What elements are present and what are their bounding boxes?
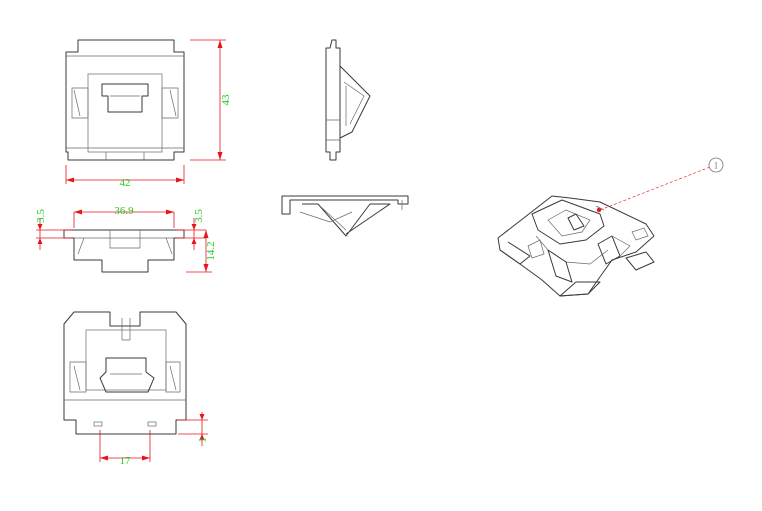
balloon-number: 1 bbox=[714, 161, 719, 171]
dimension-43: 43 bbox=[220, 94, 232, 106]
bottom-view bbox=[63, 311, 187, 435]
dimension-3-5-right: 3.5 bbox=[193, 209, 205, 223]
dimension-3-5-left: 3.5 bbox=[35, 209, 47, 223]
balloon-anchor-point bbox=[596, 207, 602, 213]
bottom-dimensions: 17 1 bbox=[99, 412, 209, 467]
dimension-1: 1 bbox=[197, 437, 209, 443]
front-view bbox=[65, 39, 185, 161]
dimension-14-2: 14.2 bbox=[205, 241, 217, 260]
dimension-42: 42 bbox=[120, 177, 131, 189]
dimension-17: 17 bbox=[120, 455, 132, 467]
isometric-view bbox=[497, 195, 655, 297]
dimension-36-9: 36.9 bbox=[114, 205, 134, 217]
side-view bbox=[325, 39, 371, 161]
elevation-view bbox=[63, 229, 185, 273]
callout-balloon: 1 bbox=[599, 157, 724, 211]
top-section-view bbox=[281, 195, 409, 237]
front-dimensions: 43 42 bbox=[65, 39, 232, 189]
elevation-dimensions: 36.9 3.5 3.5 14.2 bbox=[35, 205, 217, 273]
